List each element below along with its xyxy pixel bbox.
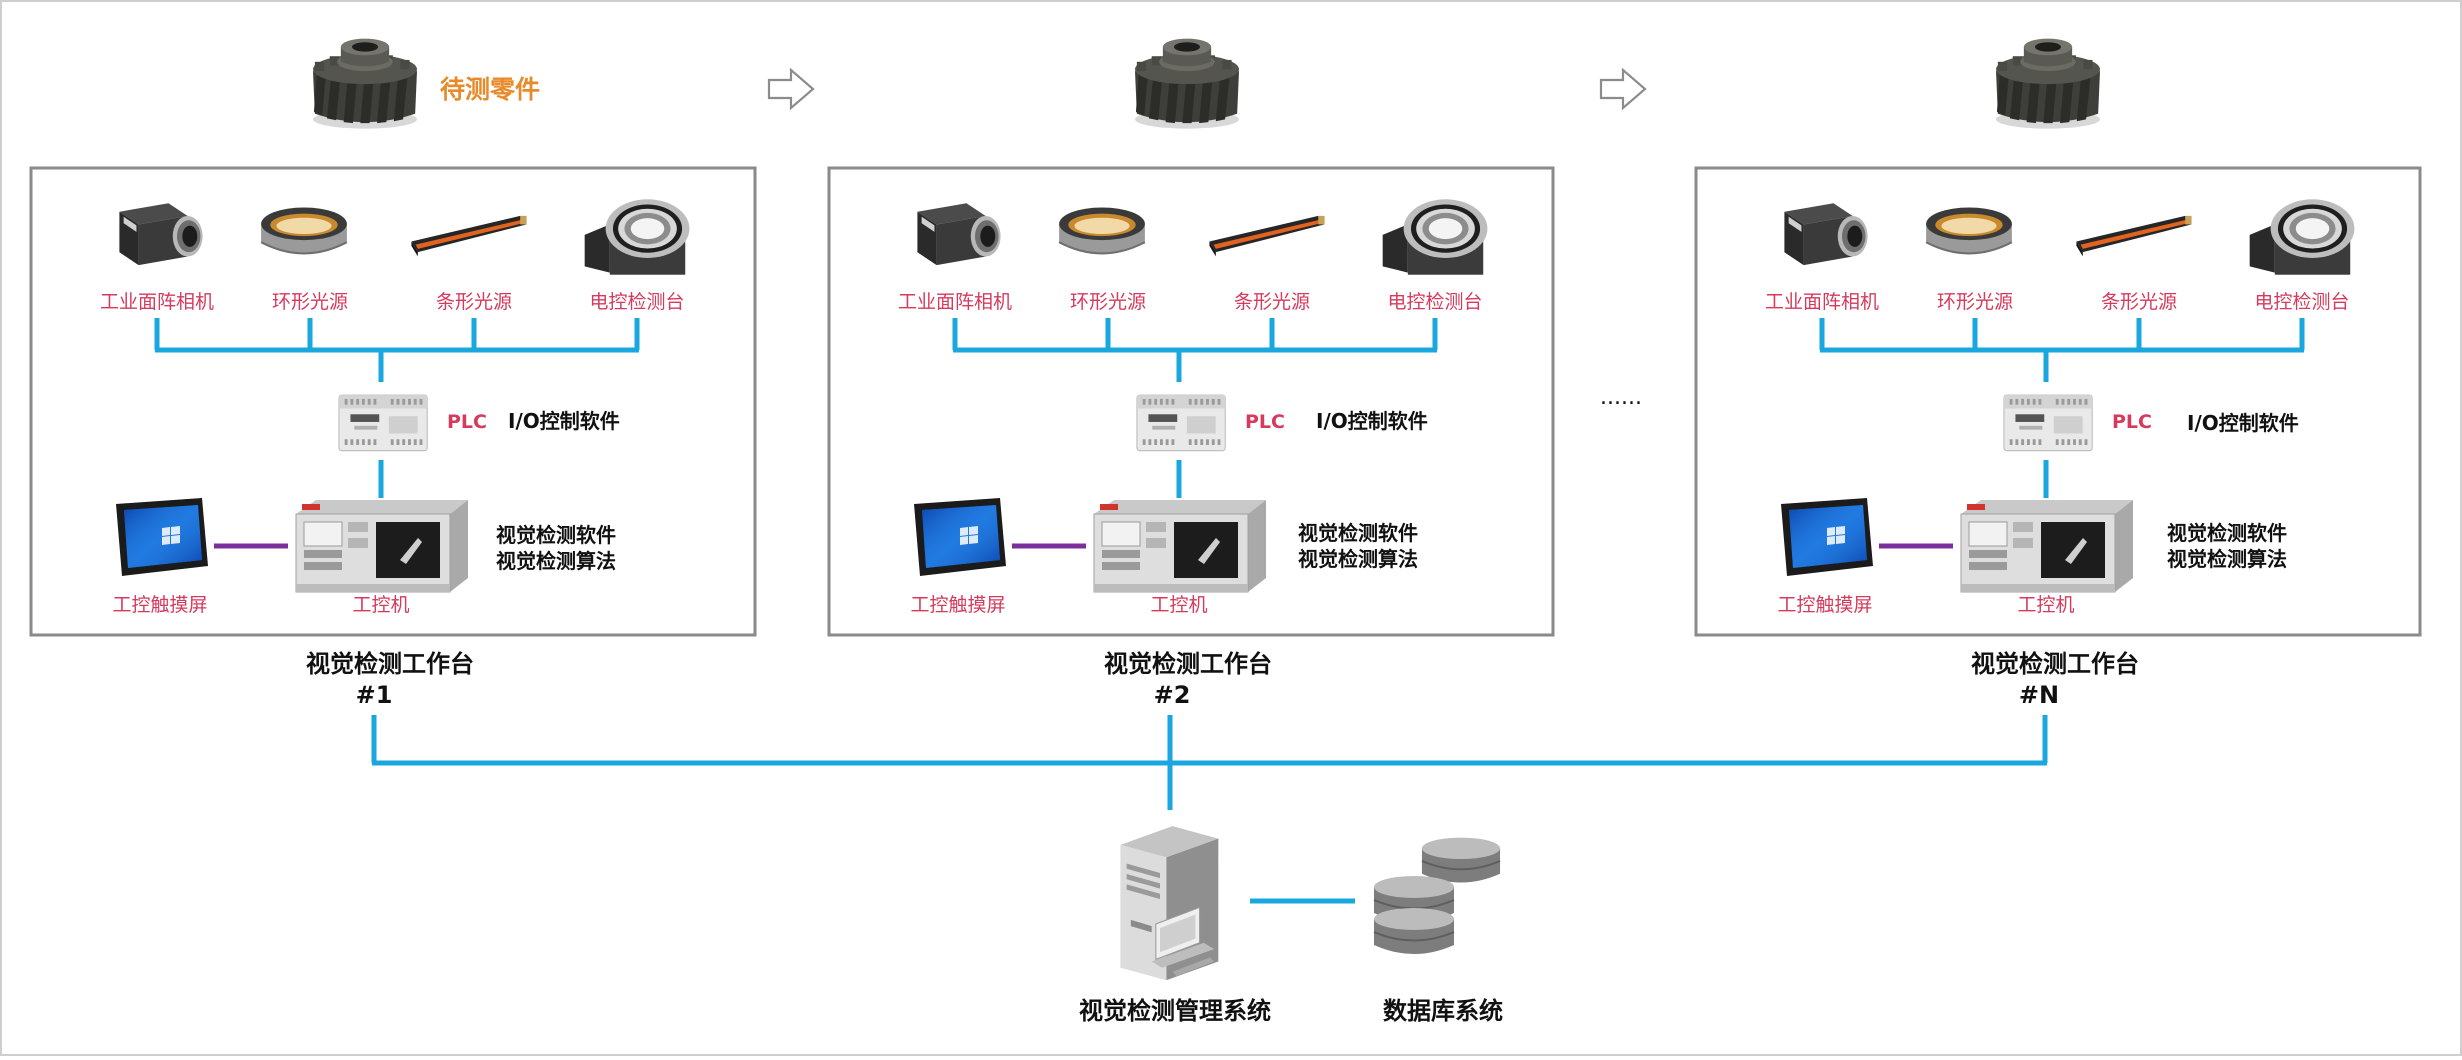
ring-light-icon [1925, 206, 2013, 255]
device-label-stage: 电控检测台 [589, 291, 684, 313]
ipc-label: 工控机 [2017, 594, 2074, 616]
network-bus [371, 715, 2048, 904]
industrial-pc-icon [295, 499, 469, 593]
software-line1: 视觉检测软件 [2167, 521, 2287, 545]
station-n: 工业面阵相机 环形光源 条形光源 电控检测台 PLC I/O控制软件 视觉检测软… [1694, 166, 2422, 709]
ellipsis: ...... [1600, 385, 1642, 410]
plc-label: PLC [1245, 411, 1285, 433]
software-line2: 视觉检测算法 [496, 549, 616, 573]
device-label-bar-light: 条形光源 [436, 291, 512, 313]
plc-icon [338, 394, 428, 452]
device-label-ring-light: 环形光源 [1070, 291, 1146, 313]
software-line2: 视觉检测算法 [2167, 547, 2287, 571]
device-label-camera: 工业面阵相机 [100, 291, 214, 313]
station-number: #1 [356, 681, 393, 709]
touchscreen-label: 工控触摸屏 [1777, 594, 1872, 616]
station-title: 视觉检测工作台 [1971, 650, 2139, 678]
device-bus [154, 318, 640, 498]
station-number: #2 [1154, 681, 1191, 709]
touchscreen-icon [1781, 498, 1873, 576]
station-1: 工业面阵相机 环形光源 条形光源 电控检测台 PLC I/O控制软件 视觉检测软… [29, 166, 757, 709]
industrial-pc-icon [1093, 499, 1267, 593]
device-label-stage: 电控检测台 [2254, 291, 2349, 313]
io-software-label: I/O控制软件 [508, 409, 620, 433]
touchscreen-icon [914, 498, 1006, 576]
management-system-label: 视觉检测管理系统 [1079, 997, 1271, 1025]
plc-icon [1136, 394, 1226, 452]
database-icon [1420, 836, 1502, 884]
device-bus [952, 318, 1438, 498]
gear-icon [313, 38, 417, 129]
ring-light-icon [260, 206, 348, 255]
arrow-right-icon [767, 68, 815, 110]
software-line2: 视觉检测算法 [1298, 547, 1418, 571]
part-label: 待测零件 [440, 75, 540, 104]
device-label-bar-light: 条形光源 [2101, 291, 2177, 313]
database-system-label: 数据库系统 [1383, 997, 1503, 1025]
plc-label: PLC [447, 411, 487, 433]
server-icon [1119, 825, 1219, 981]
industrial-pc-icon [1960, 499, 2134, 593]
io-software-label: I/O控制软件 [2187, 411, 2299, 435]
device-label-stage: 电控检测台 [1387, 291, 1482, 313]
device-label-ring-light: 环形光源 [272, 291, 348, 313]
station-2: 工业面阵相机 环形光源 条形光源 电控检测台 PLC I/O控制软件 视觉检测软… [827, 166, 1555, 709]
ipc-label: 工控机 [1150, 594, 1207, 616]
io-software-label: I/O控制软件 [1316, 409, 1428, 433]
station-number: #N [2019, 681, 2059, 709]
ipc-label: 工控机 [352, 594, 409, 616]
touchscreen-icon [116, 498, 208, 576]
plc-label: PLC [2112, 411, 2152, 433]
touchscreen-label: 工控触摸屏 [910, 594, 1005, 616]
device-label-ring-light: 环形光源 [1937, 291, 2013, 313]
device-bus [1819, 318, 2305, 498]
device-label-camera: 工业面阵相机 [898, 291, 1012, 313]
arrow-right-icon [1599, 68, 1647, 110]
station-title: 视觉检测工作台 [1104, 650, 1272, 678]
plc-icon [2003, 394, 2093, 452]
station-title: 视觉检测工作台 [306, 650, 474, 678]
database-icon [1372, 906, 1456, 956]
gear-icon [1135, 38, 1239, 129]
ring-light-icon [1058, 206, 1146, 255]
gear-icon [1996, 38, 2100, 129]
software-line1: 视觉检测软件 [1298, 521, 1418, 545]
device-label-camera: 工业面阵相机 [1765, 291, 1879, 313]
device-label-bar-light: 条形光源 [1234, 291, 1310, 313]
software-line1: 视觉检测软件 [496, 523, 616, 547]
touchscreen-label: 工控触摸屏 [112, 594, 207, 616]
